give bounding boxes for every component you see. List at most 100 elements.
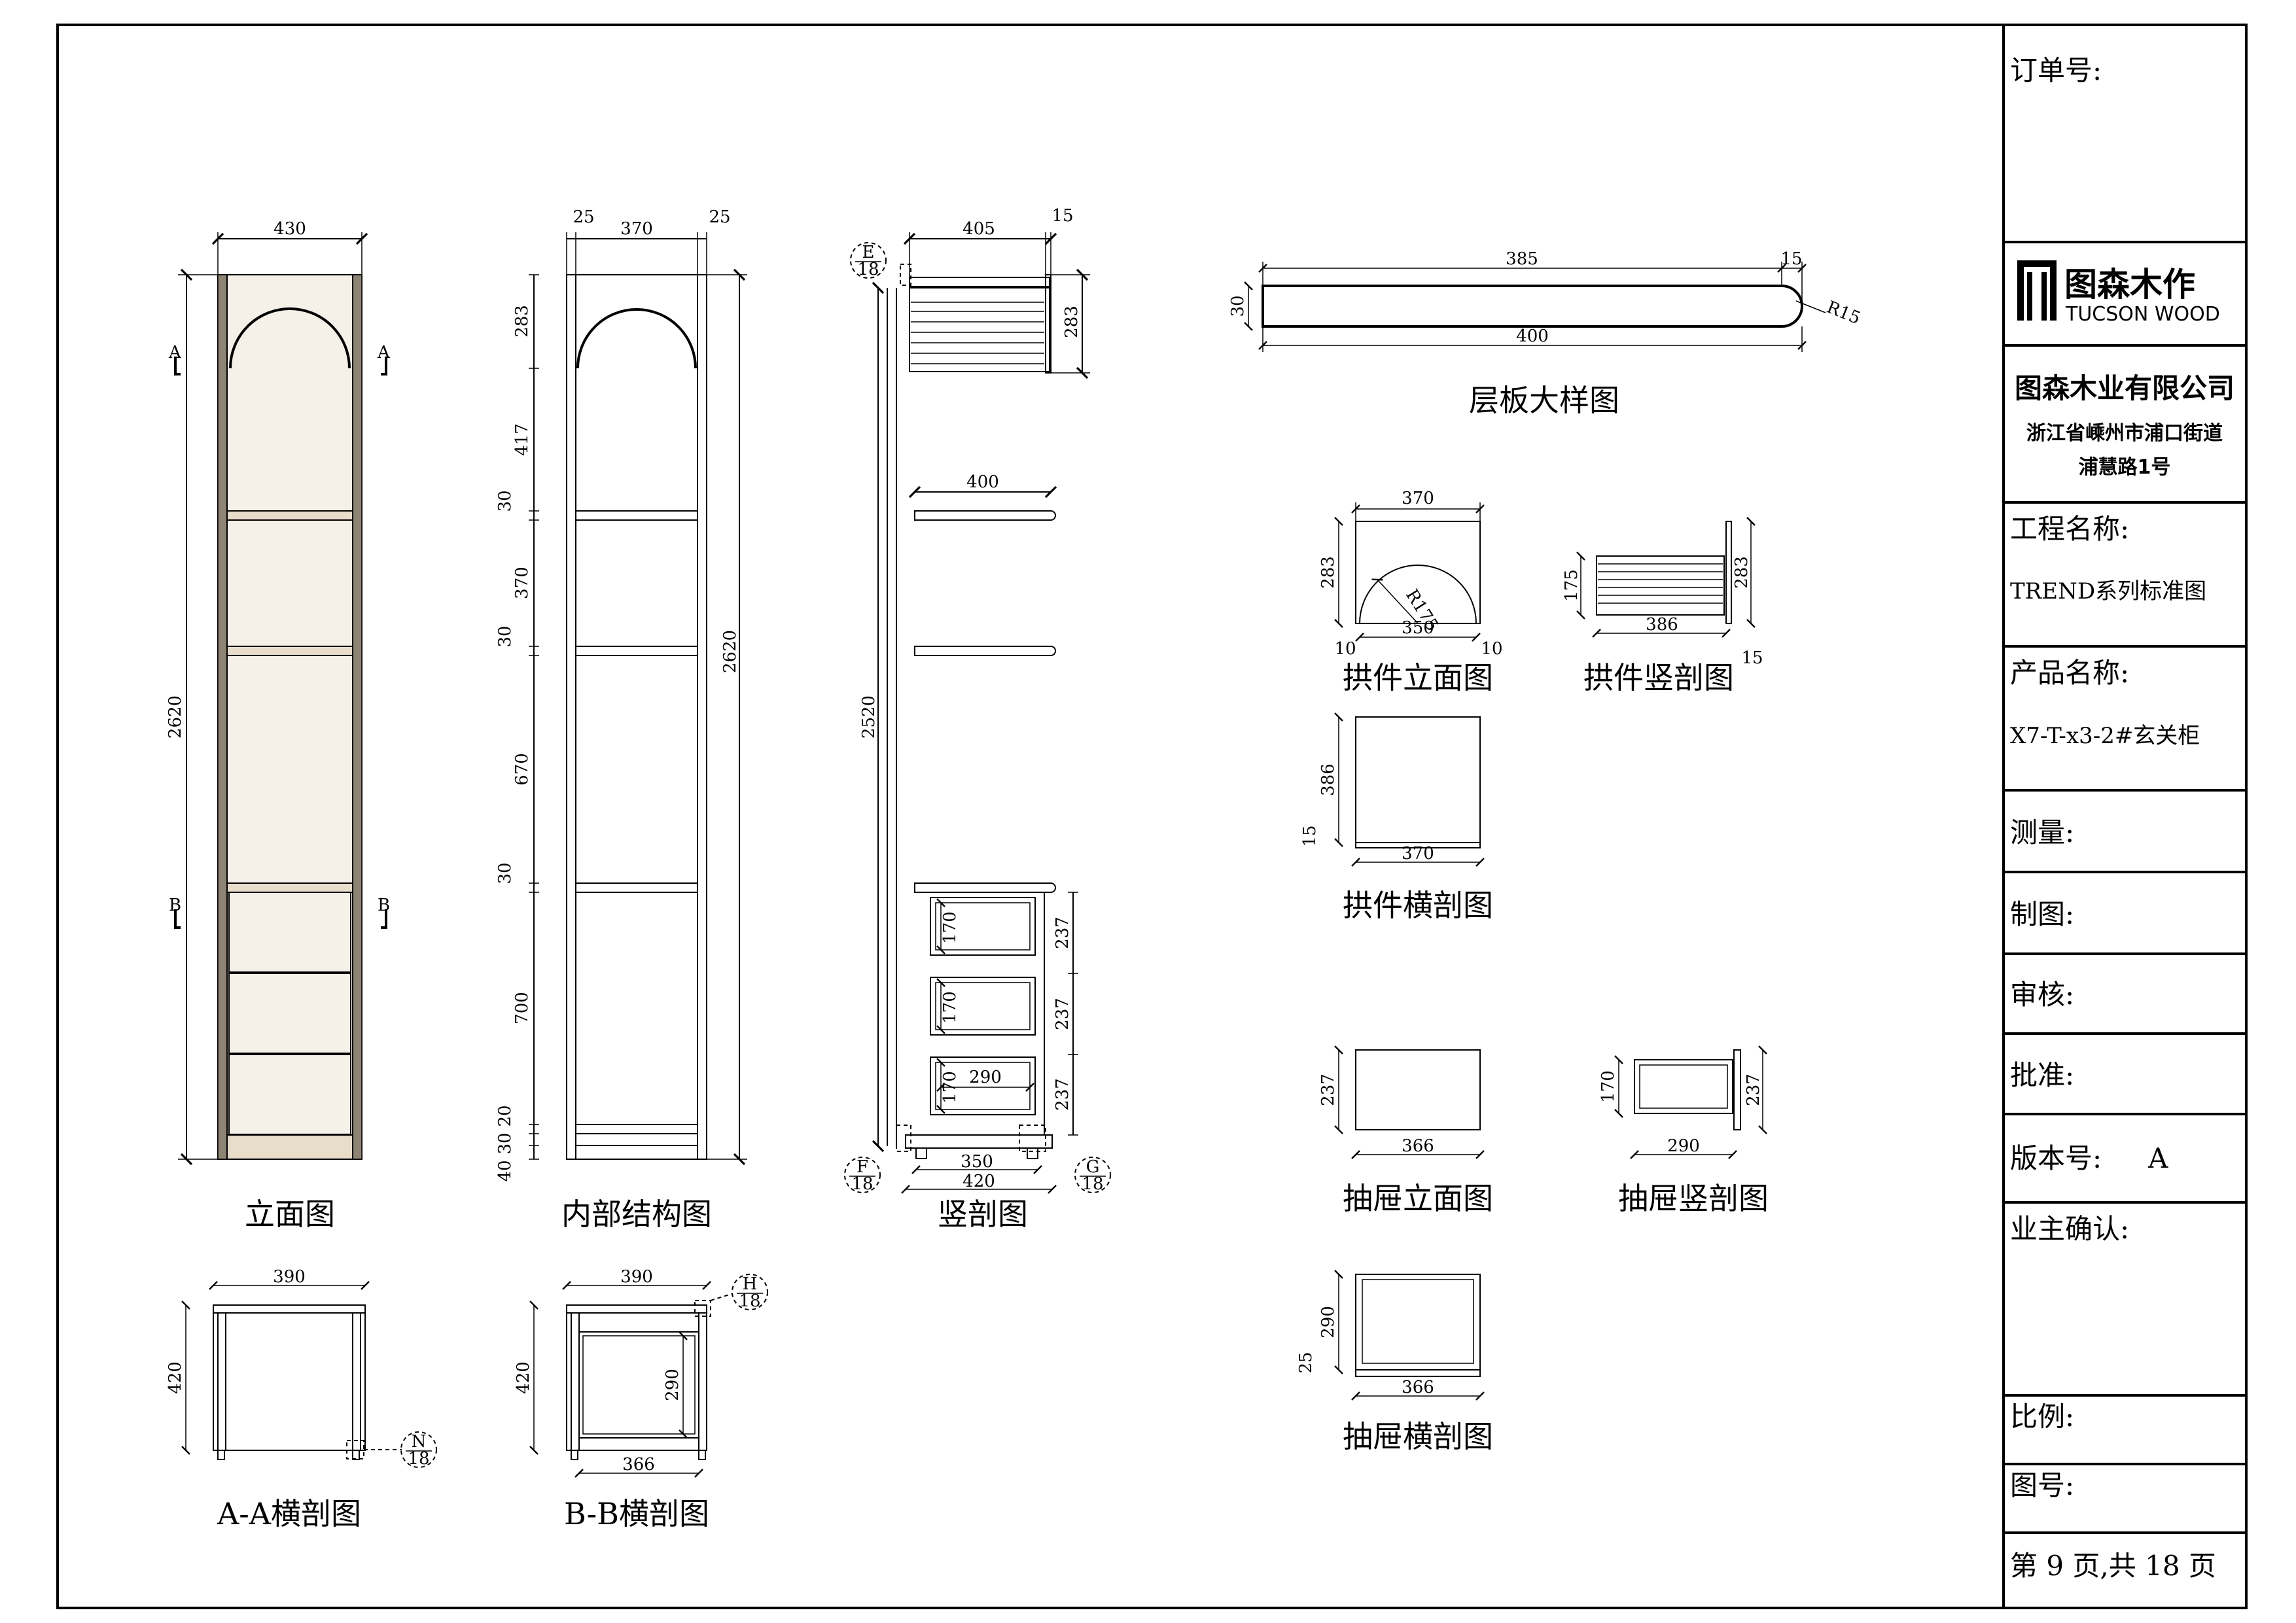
arch-elev-right-dim: 10 — [1481, 639, 1502, 659]
arch-vertical-section-title: 拱件竖剖图 — [1583, 660, 1734, 695]
internal-dim-20: 20 — [495, 1105, 515, 1126]
vsec-bottom-width1-dim: 350 — [961, 1152, 993, 1172]
measure-label: 测量: — [2010, 816, 2074, 848]
title-block: 订单号: 图森木作 TUCSON WOOD 图森木业有限公司 浙江省嵊州市浦口街… — [2002, 25, 2246, 1608]
section-bb-title: B-B横剖图 — [564, 1496, 709, 1531]
drawer-hsec-depth-dim: 290 — [1318, 1306, 1338, 1338]
section-bb-inner-depth-dim: 290 — [663, 1369, 682, 1401]
vertical-section-view: 405 15 283 400 2520 170 170 170 290 237 … — [844, 206, 1111, 1232]
internal-side-right-dim: 25 — [709, 207, 730, 227]
drawer-horizontal-section-view: 290 25 366 抽屉横剖图 — [1296, 1270, 1493, 1454]
section-mark-b-right: B — [378, 896, 390, 915]
brand-name: 图森木作 — [2064, 266, 2195, 304]
vsec-tag-g: G — [1086, 1157, 1100, 1177]
shelf-thickness-dim: 30 — [1228, 295, 1248, 317]
product-label: 产品名称: — [2010, 657, 2129, 689]
internal-dim-30b: 30 — [495, 625, 515, 647]
drawer-elevation-view: 237 366 抽屉立面图 — [1318, 1045, 1493, 1216]
section-bb-width-dim: 390 — [620, 1267, 653, 1287]
drawer-elevation-title: 抽屉立面图 — [1343, 1181, 1493, 1216]
internal-structure-view: 25 370 25 283 417 30 370 30 670 30 700 2… — [495, 207, 747, 1232]
drawer-vsec-depth-dim: 290 — [1667, 1136, 1700, 1156]
vsec-drawer1-height-dim: 170 — [940, 911, 960, 944]
arch-elev-inner-dim: 350 — [1402, 618, 1434, 638]
internal-dim-30c: 30 — [495, 862, 515, 884]
section-aa-title: A-A横剖图 — [217, 1496, 361, 1531]
section-aa-tag-number: 18 — [408, 1449, 429, 1469]
arch-horizontal-section-view: 386 15 370 拱件横剖图 — [1300, 712, 1493, 923]
shelf-detail-view: 385 15 30 400 R15 层板大样图 — [1228, 249, 1863, 418]
review-label: 审核: — [2010, 979, 2074, 1011]
arch-vsec-height2-dim: 283 — [1732, 556, 1752, 589]
section-aa-width-dim: 390 — [273, 1267, 306, 1287]
version-label: 版本号: — [2010, 1142, 2102, 1174]
section-bb-tag-number: 18 — [739, 1291, 760, 1311]
scale-label: 比例: — [2010, 1401, 2074, 1433]
vsec-tag-e-number: 18 — [857, 260, 879, 279]
drawer-hsec-thickness-dim: 25 — [1296, 1352, 1316, 1373]
elevation-view: 430 2620 A A B B 立面图 — [166, 219, 391, 1232]
internal-dim-30d: 30 — [495, 1132, 515, 1154]
arch-horizontal-section-title: 拱件横剖图 — [1343, 888, 1493, 923]
internal-dim-30a: 30 — [495, 490, 515, 512]
order-no-label: 订单号: — [2010, 54, 2102, 86]
vsec-drawer-pitch1-dim: 237 — [1053, 916, 1072, 949]
shelf-top-width-dim: 385 — [1506, 249, 1538, 269]
vsec-shelf-width-dim: 400 — [966, 472, 999, 492]
internal-dim-40: 40 — [495, 1160, 515, 1181]
brand-logo: 图森木作 TUCSON WOOD — [2017, 260, 2220, 326]
internal-dim-283: 283 — [512, 305, 532, 338]
drawer-horizontal-section-title: 抽屉横剖图 — [1343, 1419, 1493, 1454]
company-address-line1: 浙江省嵊州市浦口街道 — [2026, 422, 2223, 445]
vsec-drawer-pitch3-dim: 237 — [1053, 1078, 1072, 1111]
section-aa-tag: N — [412, 1432, 427, 1452]
owner-confirm-label: 业主确认: — [2010, 1213, 2129, 1245]
internal-side-left-dim: 25 — [573, 207, 594, 227]
vsec-top-width-dim: 405 — [963, 219, 995, 239]
project-value: TREND系列标准图 — [2010, 578, 2206, 604]
internal-inner-width-dim: 370 — [620, 219, 653, 239]
brand-name-english: TUCSON WOOD — [2065, 303, 2220, 326]
vsec-height-dim: 2520 — [859, 695, 879, 739]
shelf-total-width-dim: 400 — [1516, 326, 1549, 346]
vsec-tag-f-number: 18 — [851, 1174, 873, 1194]
drawing-frame — [56, 24, 2248, 1609]
company-name: 图森木业有限公司 — [2015, 372, 2234, 404]
shelf-radius-dim: R15 — [1824, 298, 1863, 329]
internal-dim-417: 417 — [512, 423, 532, 456]
drawer-hsec-width-dim: 366 — [1402, 1378, 1434, 1397]
drawer-vertical-section-title: 抽屉竖剖图 — [1618, 1181, 1769, 1216]
page-count: 第 9 页,共 18 页 — [2010, 1550, 2216, 1582]
company-address-line2: 浦慧路1号 — [2079, 456, 2171, 479]
vsec-tag-g-number: 18 — [1082, 1174, 1103, 1194]
vertical-section-title: 竖剖图 — [938, 1196, 1028, 1232]
arch-elevation-title: 拱件立面图 — [1343, 660, 1493, 695]
arch-vsec-thickness-dim: 15 — [1741, 648, 1763, 668]
approve-label: 批准: — [2010, 1059, 2074, 1091]
drawer-vsec-height1-dim: 170 — [1598, 1070, 1618, 1103]
drawer-vsec-height2-dim: 237 — [1744, 1073, 1763, 1106]
drawing-no-label: 图号: — [2010, 1469, 2074, 1501]
arch-elev-left-dim: 10 — [1334, 639, 1356, 659]
arch-elevation-view: 370 283 R175 350 10 10 拱件立面图 — [1318, 489, 1503, 695]
arch-vsec-depth-dim: 386 — [1646, 615, 1678, 635]
section-bb-view: 390 420 290 366 H 18 B-B横剖图 — [514, 1267, 768, 1531]
arch-vsec-height1-dim: 175 — [1562, 569, 1581, 602]
internal-structure-title: 内部结构图 — [561, 1196, 712, 1232]
vsec-arch-height-dim: 283 — [1062, 305, 1082, 338]
elevation-title: 立面图 — [245, 1196, 335, 1232]
arch-hsec-depth-dim: 386 — [1318, 763, 1338, 796]
section-aa-view: 390 420 N 18 A-A横剖图 — [166, 1267, 437, 1531]
section-aa-depth-dim: 420 — [166, 1361, 185, 1394]
section-bb-inner-width-dim: 366 — [622, 1455, 655, 1475]
drawer-vertical-section-view: 170 237 290 抽屉竖剖图 — [1598, 1045, 1769, 1216]
vsec-tag-e: E — [862, 243, 875, 262]
section-bb-depth-dim: 420 — [514, 1361, 533, 1394]
arch-hsec-thickness-dim: 15 — [1300, 825, 1320, 846]
vsec-drawer-depth-dim: 290 — [969, 1068, 1002, 1087]
shelf-detail-title: 层板大样图 — [1469, 383, 1619, 418]
drawer-elev-height-dim: 237 — [1318, 1073, 1338, 1106]
internal-dim-670: 670 — [512, 753, 532, 786]
internal-dim-370: 370 — [512, 567, 532, 599]
